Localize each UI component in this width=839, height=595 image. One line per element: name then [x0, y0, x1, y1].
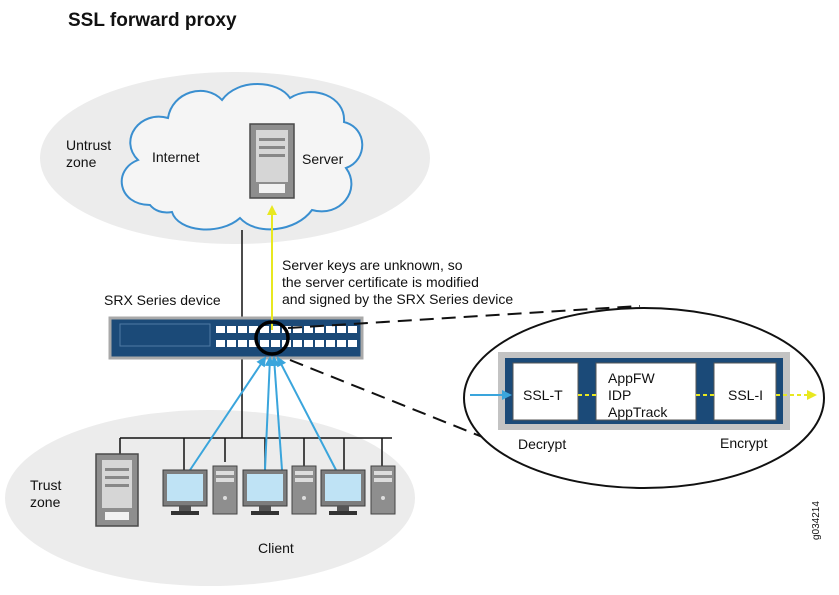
srx-port — [216, 340, 225, 347]
focus-circle — [254, 320, 290, 356]
srx-port — [337, 340, 346, 347]
srx-port — [293, 326, 302, 333]
srx-port — [304, 326, 313, 333]
srx-port — [326, 326, 335, 333]
srx-device-label: SRX Series device — [104, 292, 221, 308]
trust-zone-label: Trust zone — [30, 477, 62, 510]
figure-id: g034214 — [811, 501, 822, 540]
srx-port — [326, 340, 335, 347]
zoom-lines — [287, 305, 641, 449]
pc-tower-icon — [212, 465, 238, 515]
srx-port — [348, 340, 357, 347]
monitor-icon — [242, 469, 288, 515]
pc-tower-icon — [291, 465, 317, 515]
client-arrows — [189, 356, 337, 471]
untrust-zone-label: Untrust zone — [66, 137, 112, 170]
srx-port — [260, 340, 269, 347]
client-label: Client — [258, 540, 294, 556]
srx-port — [271, 326, 280, 333]
monitor-icon — [162, 469, 208, 515]
srx-device — [108, 316, 364, 360]
server-label: Server — [302, 151, 344, 167]
trust-server-icon — [95, 453, 139, 527]
srx-port — [315, 340, 324, 347]
srx-port — [249, 326, 258, 333]
services-label: AppFW IDP AppTrack — [608, 370, 668, 420]
srx-port — [271, 340, 280, 347]
client-workstations — [162, 465, 396, 515]
pc-tower-icon — [370, 465, 396, 515]
ssl-i-label: SSL-I — [728, 387, 764, 403]
services-box — [595, 362, 697, 421]
monitor-icon — [320, 469, 366, 515]
ssl-t-label: SSL-T — [523, 387, 563, 403]
detail-device — [498, 352, 790, 430]
ssl-t-box — [512, 362, 579, 421]
internet-label: Internet — [152, 149, 200, 165]
server-icon — [249, 123, 295, 199]
srx-port — [337, 326, 346, 333]
srx-port — [227, 326, 236, 333]
srx-port — [293, 340, 302, 347]
server-keys-note: Server keys are unknown, so the server c… — [282, 257, 514, 307]
srx-port — [348, 326, 357, 333]
encrypt-label: Encrypt — [720, 435, 768, 451]
srx-port — [216, 326, 225, 333]
srx-port — [238, 326, 247, 333]
srx-port — [249, 340, 258, 347]
ssl-i-box — [713, 362, 777, 421]
internet-cloud — [120, 83, 364, 231]
srx-port — [227, 340, 236, 347]
srx-port — [304, 340, 313, 347]
srx-port — [238, 340, 247, 347]
srx-port — [260, 326, 269, 333]
decrypt-label: Decrypt — [518, 436, 567, 452]
srx-port — [315, 326, 324, 333]
page-title: SSL forward proxy — [68, 10, 237, 31]
